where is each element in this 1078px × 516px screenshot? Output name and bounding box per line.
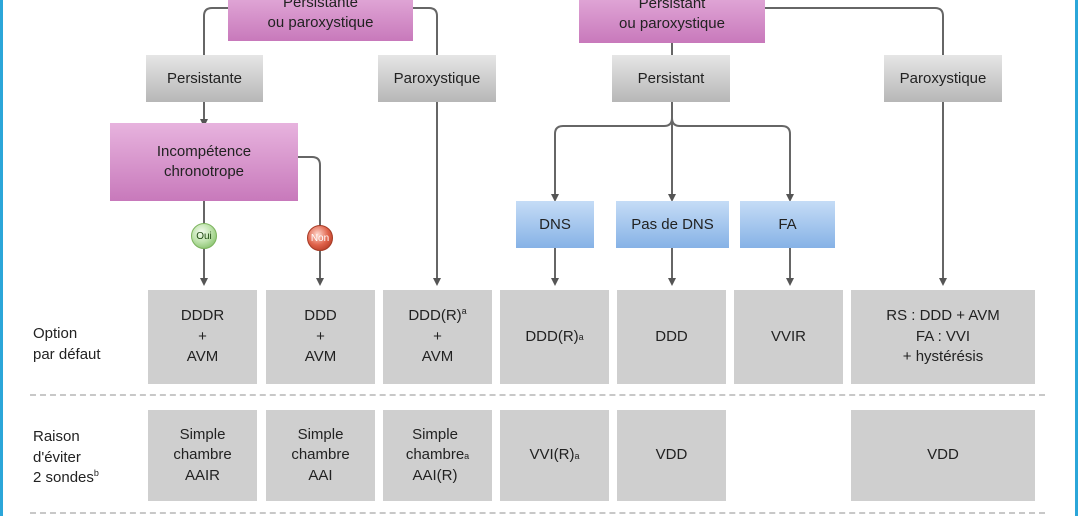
top-right-condition-box: Persistant ou paroxystique xyxy=(579,0,765,43)
reason-cell-1: Simple chambre AAIR xyxy=(148,410,257,501)
row-label-option-par-defaut: Option par défaut xyxy=(33,325,101,363)
frame-border-left xyxy=(0,0,3,516)
top-left-condition-box: Persistante ou paroxystique xyxy=(228,0,413,41)
reason-cell-3: Simple chambre AAI(R)a xyxy=(383,410,492,501)
dns-box: DNS xyxy=(516,201,594,248)
option-cell-3-value: DDD(R)a xyxy=(408,306,467,325)
oui-badge: Oui xyxy=(191,223,217,249)
option-cell-1: DDDR + AVM xyxy=(148,290,257,384)
fa-box: FA xyxy=(740,201,835,248)
row-label-raison-eviter: Raison d'éviter 2 sondesb xyxy=(33,428,99,486)
paroxystique-left-box: Paroxystique xyxy=(378,55,496,102)
option-cell-6: VVIR xyxy=(734,290,843,384)
reason-cell-5: VDD xyxy=(617,410,726,501)
pas-de-dns-box: Pas de DNS xyxy=(616,201,729,248)
option-cell-7: RS : DDD + AVM FA : VVI + hystérésis xyxy=(851,290,1035,384)
row-divider-1 xyxy=(30,394,1045,396)
option-cell-3: DDD(R)a + AVM xyxy=(383,290,492,384)
incompetence-chronotrope-box: Incompétence chronotrope xyxy=(110,123,298,201)
persistant-box: Persistant xyxy=(612,55,730,102)
line-persistant-to-fa xyxy=(671,117,794,202)
option-cell-4: DDD(R)a xyxy=(500,290,609,384)
option-cell-3-tail: + AVM xyxy=(421,327,454,366)
line-top-left-to-paroxystique xyxy=(413,7,441,64)
non-badge: Non xyxy=(307,225,333,251)
reason-cell-4: VVI(R)a xyxy=(500,410,609,501)
persistante-box: Persistante xyxy=(146,55,263,102)
reason-cell-2: Simple chambre AAI xyxy=(266,410,375,501)
line-incompetence-to-non xyxy=(298,156,321,226)
reason-cell-7: VDD xyxy=(851,410,1035,501)
line-top-right-to-paroxystique xyxy=(765,7,947,64)
frame-border-right xyxy=(1075,0,1078,516)
row-divider-2 xyxy=(30,512,1045,514)
paroxystique-right-box: Paroxystique xyxy=(884,55,1002,102)
option-cell-5: DDD xyxy=(617,290,726,384)
line-top-left-to-persistante xyxy=(200,7,228,64)
line-persistant-to-dns xyxy=(551,102,673,202)
option-cell-2: DDD + AVM xyxy=(266,290,375,384)
